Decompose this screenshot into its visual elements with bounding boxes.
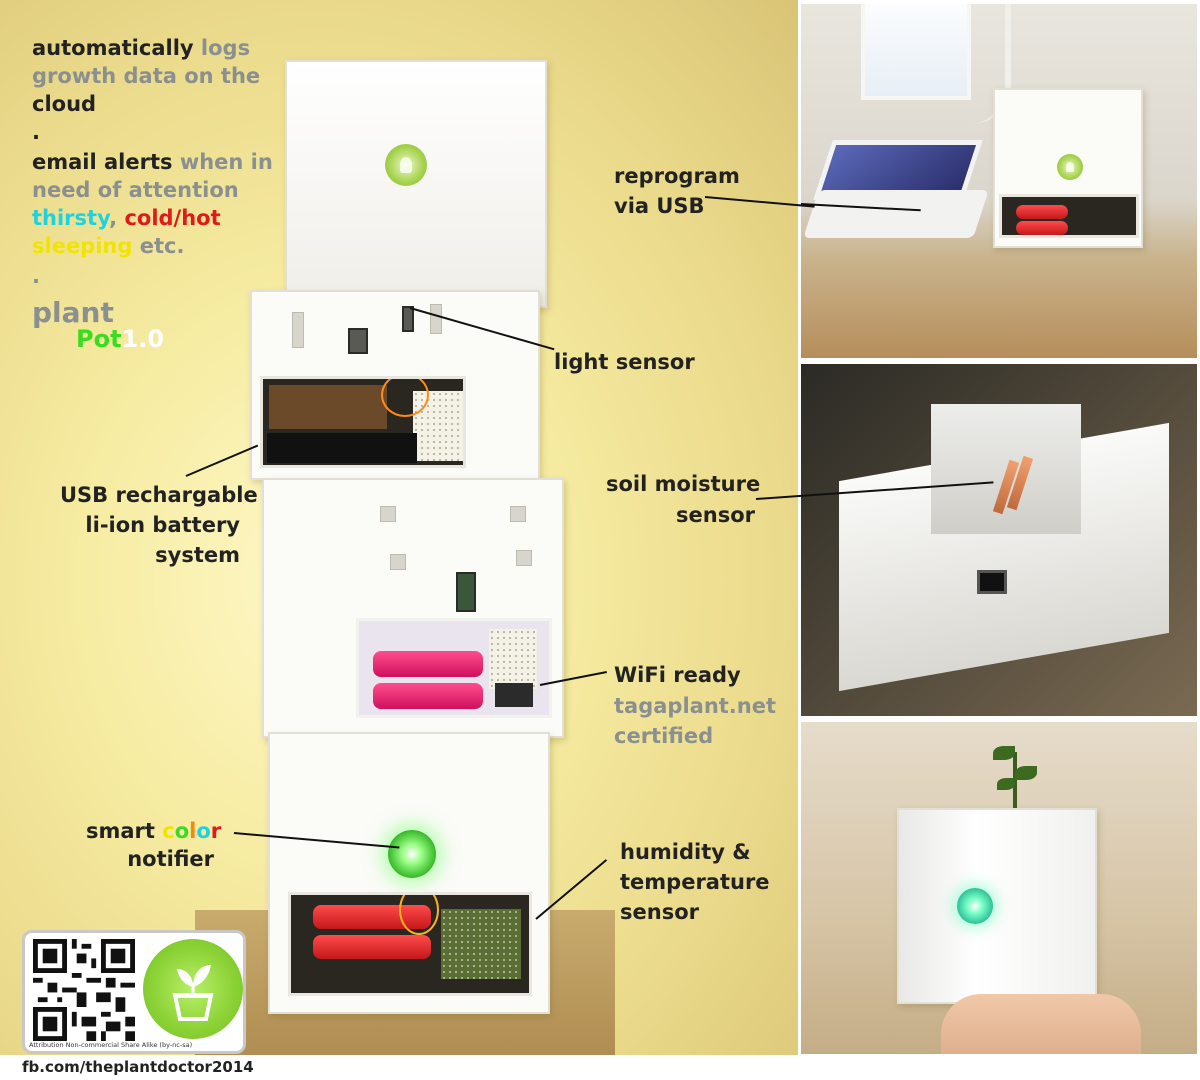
label-usb-battery-3: system	[155, 543, 240, 567]
handheld-pot-photo	[801, 722, 1197, 1054]
leaf-icon	[997, 778, 1015, 790]
mirror-frame	[971, 4, 1011, 124]
label-humidity-1: humidity &	[620, 840, 751, 864]
usb-reprogram-photo	[801, 4, 1197, 358]
feature-email-line1: email alerts when in	[32, 150, 273, 174]
drain-hole	[977, 570, 1007, 594]
feature-cloud-line1: automatically logs	[32, 36, 251, 60]
wire	[399, 895, 439, 935]
label-reprogram-1: reprogram	[614, 164, 740, 188]
mount-tab	[516, 550, 532, 566]
plant-logo-icon	[385, 144, 427, 186]
mount-tab	[292, 312, 304, 348]
mount-tab	[390, 554, 406, 570]
label-soil-2: sensor	[676, 503, 755, 527]
feature-cloud-line2: growth data on the	[32, 64, 261, 88]
battery-cutout	[356, 618, 552, 718]
pot-lid-box	[285, 60, 547, 308]
feature-separator: .	[32, 264, 40, 288]
wifi-module-box	[262, 478, 564, 738]
window	[861, 4, 971, 100]
hand	[941, 994, 1141, 1054]
qr-code-icon	[33, 939, 135, 1041]
plant-logo-icon	[1057, 154, 1083, 180]
light-sensor-module-box	[250, 290, 540, 480]
label-notifier: notifier	[127, 847, 214, 871]
wifi-chip-icon	[495, 683, 533, 707]
li-ion-battery-icon	[1016, 221, 1068, 235]
li-ion-battery-icon	[373, 651, 483, 677]
electronics-cutout	[999, 194, 1139, 238]
leaf-icon	[1015, 766, 1037, 780]
color-led-icon	[957, 888, 993, 924]
label-humidity-3: sensor	[620, 900, 699, 924]
wire	[381, 379, 429, 417]
feature-separator: .	[32, 120, 40, 144]
pot-box-photo	[993, 88, 1143, 248]
feature-cloud-line3: cloud	[32, 92, 97, 116]
label-reprogram-2: via USB	[614, 194, 705, 218]
plant-pot-logo-icon	[143, 939, 243, 1039]
circuit-board	[441, 909, 521, 979]
electronics-cutout	[288, 892, 532, 996]
base-module-box	[268, 732, 550, 1014]
breadboard	[489, 629, 537, 689]
brand-pot-version: Pot1.0	[76, 325, 165, 353]
battery-pointer	[185, 444, 259, 477]
label-usb-battery-1: USB rechargable	[60, 483, 258, 507]
soil-sensor-photo	[801, 364, 1197, 716]
license-text: Attribution Non-commercial Share Alike (…	[29, 1041, 193, 1049]
feature-states-line2: sleeping etc.	[32, 234, 185, 258]
pot-box-photo	[897, 808, 1097, 1004]
license-badge: Attribution Non-commercial Share Alike (…	[22, 930, 246, 1054]
label-tagaplant: tagaplant.net	[614, 694, 777, 718]
label-soil-1: soil moisture	[606, 472, 761, 496]
electronics-cutout	[260, 376, 466, 468]
label-certified: certified	[614, 724, 714, 748]
label-wifi-ready: WiFi ready	[614, 663, 741, 687]
mount-tab	[430, 304, 442, 334]
mount-tab	[380, 506, 396, 522]
label-smart-color: smart color	[86, 819, 222, 843]
circuit-board	[269, 385, 387, 429]
label-light-sensor: light sensor	[554, 350, 695, 374]
battery-pack-icon	[267, 433, 417, 463]
laptop-base	[803, 190, 989, 238]
sensor-chip-icon	[348, 328, 368, 354]
color-led-icon	[388, 830, 436, 878]
feature-states-line1: thirsty, cold/hot	[32, 206, 221, 230]
footer-facebook-link[interactable]: fb.com/theplantdoctor2014	[22, 1058, 254, 1076]
label-humidity-2: temperature	[620, 870, 770, 894]
main-photo-panel: automatically logs growth data on the cl…	[0, 0, 798, 1055]
leaf-icon	[993, 746, 1015, 760]
li-ion-battery-icon	[313, 935, 431, 959]
li-ion-battery-icon	[1016, 205, 1068, 219]
sensor-board-icon	[456, 572, 476, 612]
li-ion-battery-icon	[373, 683, 483, 709]
mount-tab	[510, 506, 526, 522]
sprout-stem	[1013, 752, 1017, 816]
light-sensor-icon	[402, 306, 414, 332]
feature-email-line2: need of attention	[32, 178, 239, 202]
brand-plant-text: plant	[32, 296, 114, 329]
label-usb-battery-2: li-ion battery	[85, 513, 240, 537]
